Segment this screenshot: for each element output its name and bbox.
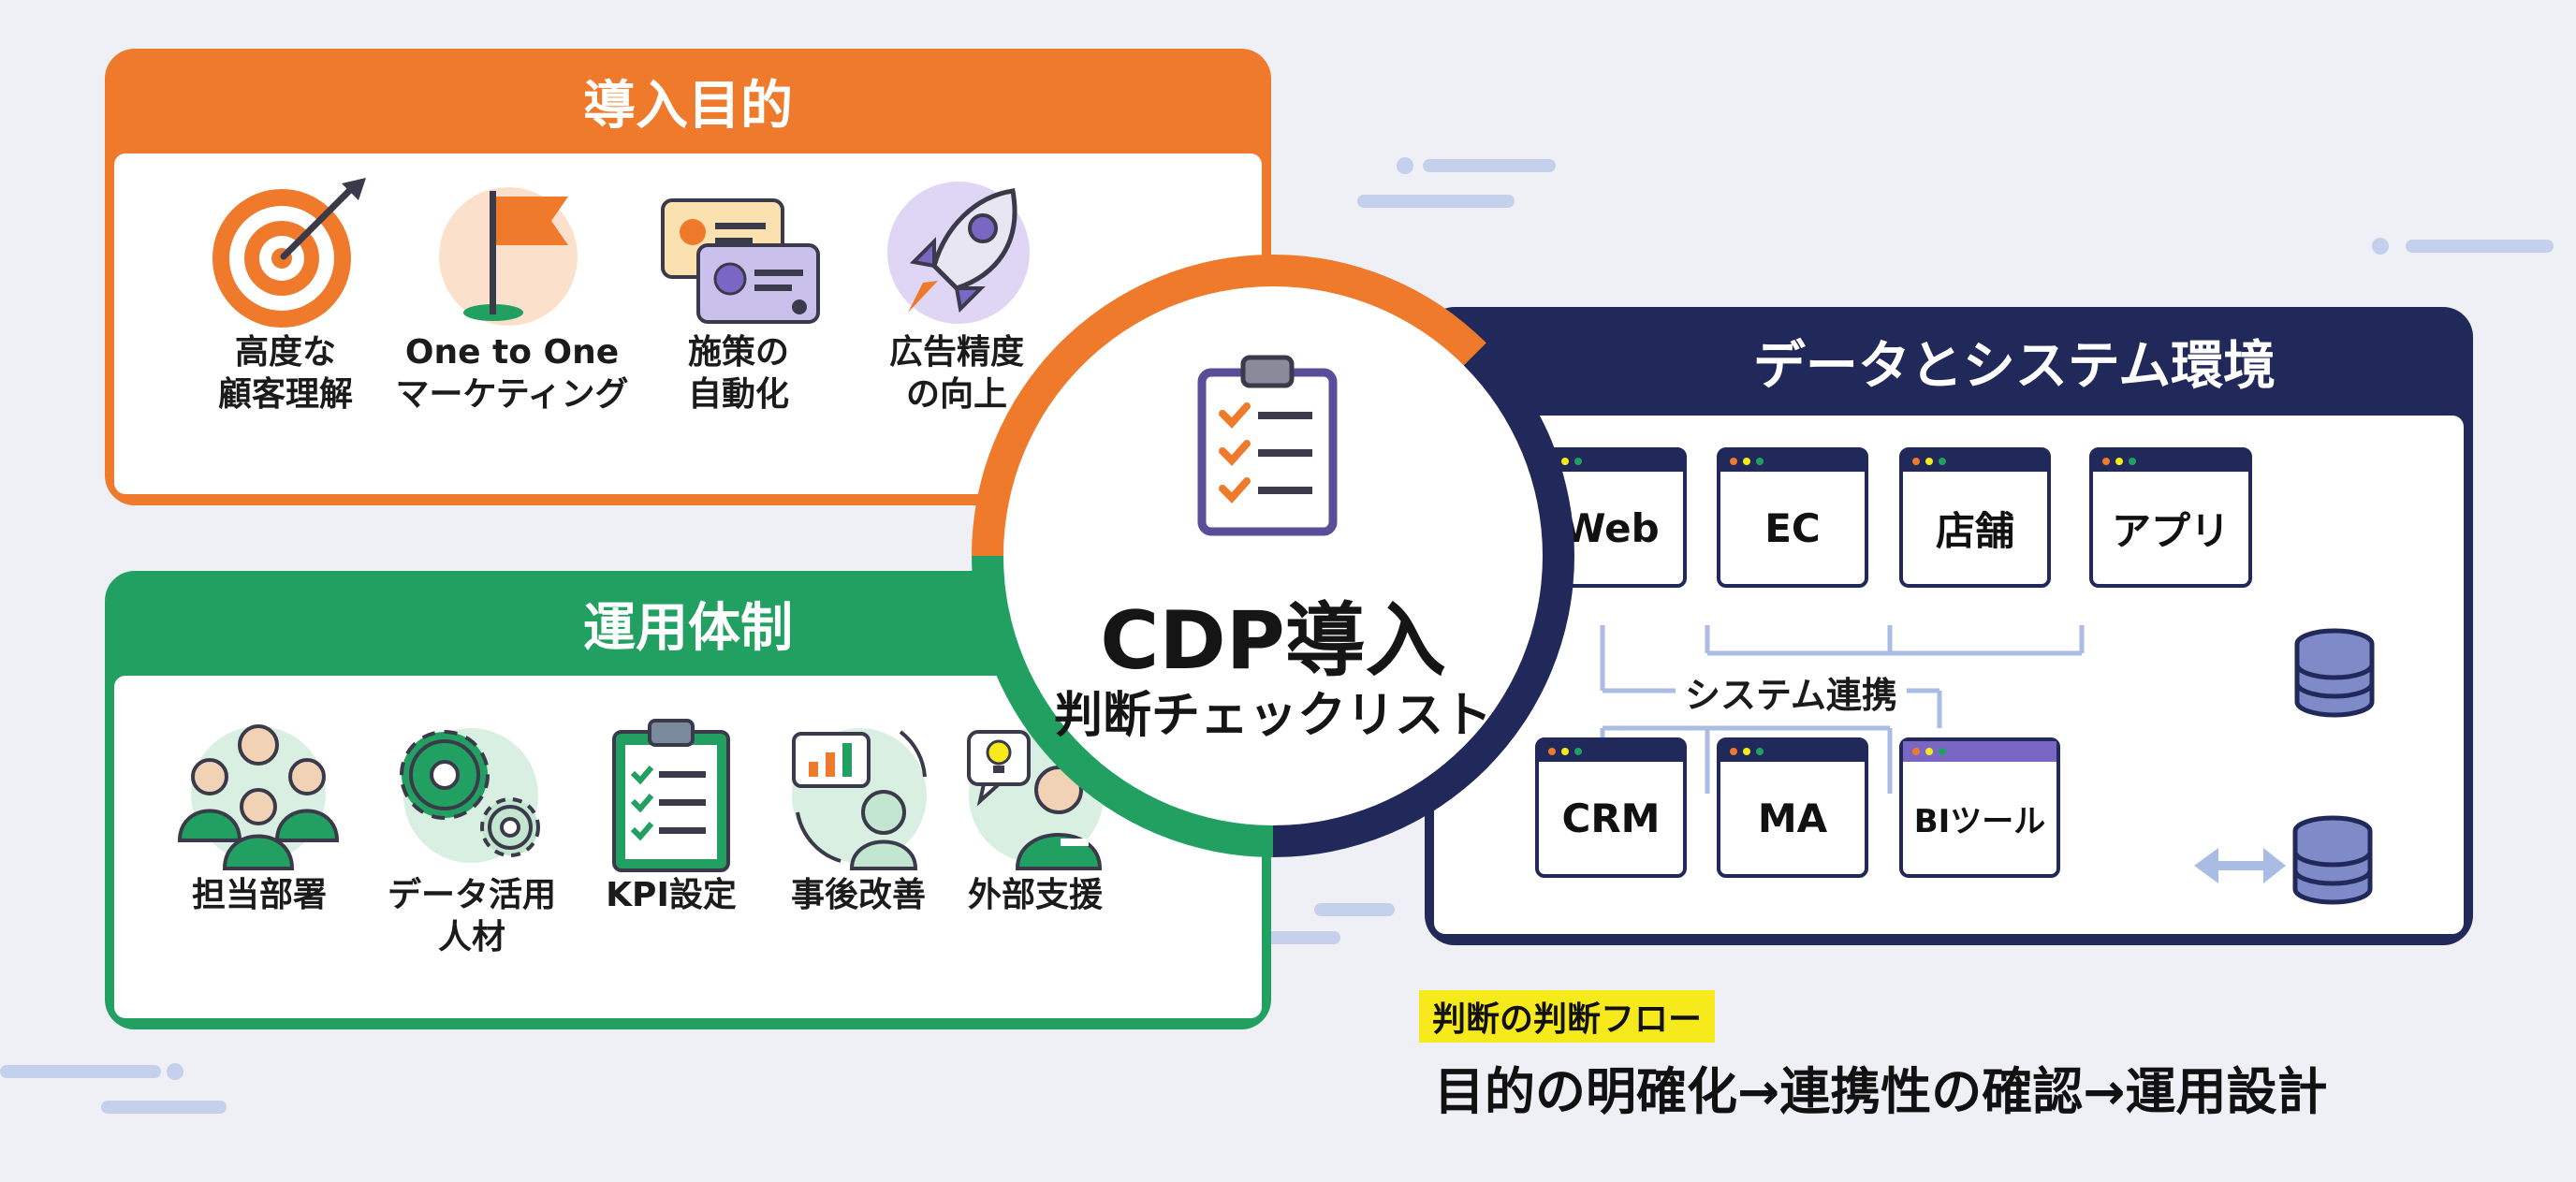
decor-line [1260, 931, 1340, 944]
purpose-item-ad-accuracy: 広告精度 の向上 [840, 172, 1074, 416]
database-icon [2292, 815, 2373, 905]
purpose-item-one-to-one: One to One マーケティング [381, 172, 643, 416]
tool-window-crm: CRM [1535, 737, 1687, 878]
tool-label: BIツール [1913, 802, 2046, 840]
tool-label: MA [1757, 795, 1828, 841]
operations-item-label: データ活用 人材 [387, 876, 556, 956]
rocket-icon [887, 182, 1030, 324]
purpose-item-customer-insight: 高度な 顧客理解 [178, 172, 393, 416]
team-icon [177, 724, 340, 870]
decor-line [1423, 159, 1556, 172]
environment-body: Web EC 店舗 アプリ システム連携 CRM MA BIツール [1434, 416, 2464, 934]
improvement-cycle-icon [792, 728, 927, 870]
source-window-ec: EC [1717, 447, 1868, 588]
system-link-lines [1600, 625, 2375, 905]
flag-icon [439, 187, 578, 326]
operations-item-label: 外部支援 [967, 876, 1103, 914]
target-icon [212, 178, 366, 328]
source-label: アプリ [2111, 507, 2230, 554]
center-subtitle: 判断チェックリスト [1053, 688, 1492, 744]
operations-item-department: 担当部署 [170, 715, 348, 916]
center-badge-inner: CDP導入 判断チェックリスト [1003, 286, 1543, 825]
purpose-title: 導入目的 [583, 75, 793, 137]
purpose-item-label: 広告精度 の向上 [888, 333, 1024, 414]
flow-text: 目的の明確化→連携性の確認→運用設計 [1434, 1062, 2328, 1121]
environment-title: データとシステム環境 [1752, 335, 2276, 397]
clipboard-checklist-icon [1197, 355, 1338, 536]
source-window-store: 店舗 [1899, 447, 2051, 588]
decor-line [0, 1065, 161, 1078]
purpose-panel: 導入目的 高度な 顧客理解 One to One マーケティング [105, 49, 1271, 505]
operations-item-kpi: KPI設定 [587, 715, 755, 916]
profile-cards-icon [661, 198, 820, 324]
clipboard-icon [612, 719, 730, 872]
tool-window-bi: BIツール [1899, 737, 2060, 878]
purpose-item-label: 施策の 自動化 [687, 333, 789, 414]
operations-item-data-talent: データ活用 人材 [369, 715, 575, 958]
operations-body: 担当部署 データ活用 人材 [114, 676, 1262, 1018]
decor-line [1314, 903, 1395, 916]
tool-window-ma: MA [1717, 737, 1868, 878]
center-title: CDP導入 [1100, 594, 1446, 688]
decor-line [2406, 240, 2554, 253]
purpose-item-label: One to One マーケティング [395, 333, 629, 414]
database-icon [2294, 628, 2375, 718]
operations-item-label: 事後改善 [790, 876, 926, 914]
decor-dot [2372, 238, 2389, 255]
operations-item-improvement: 事後改善 [769, 715, 947, 916]
decor-dot [1397, 157, 1413, 174]
operations-item-label: KPI設定 [606, 876, 737, 914]
decor-line [101, 1101, 227, 1114]
source-label: EC [1764, 504, 1821, 551]
gears-icon [400, 728, 540, 863]
environment-panel: データとシステム環境 [1425, 307, 2473, 945]
decor-line [1357, 195, 1515, 208]
purpose-item-label: 高度な 顧客理解 [217, 333, 353, 414]
tool-label: CRM [1561, 795, 1661, 841]
decor-dot [167, 1063, 183, 1080]
operations-title: 運用体制 [583, 597, 793, 659]
source-label: Web [1562, 504, 1660, 551]
flow-tag: 判断の判断フロー [1419, 990, 1716, 1043]
source-window-app: アプリ [2089, 447, 2252, 588]
purpose-item-automation: 施策の 自動化 [631, 172, 846, 416]
center-badge: CDP導入 判断チェックリスト [972, 255, 1574, 857]
system-link-label: システム連携 [1676, 666, 1907, 718]
operations-item-label: 担当部署 [191, 876, 327, 914]
source-label: 店舗 [1935, 507, 2014, 554]
